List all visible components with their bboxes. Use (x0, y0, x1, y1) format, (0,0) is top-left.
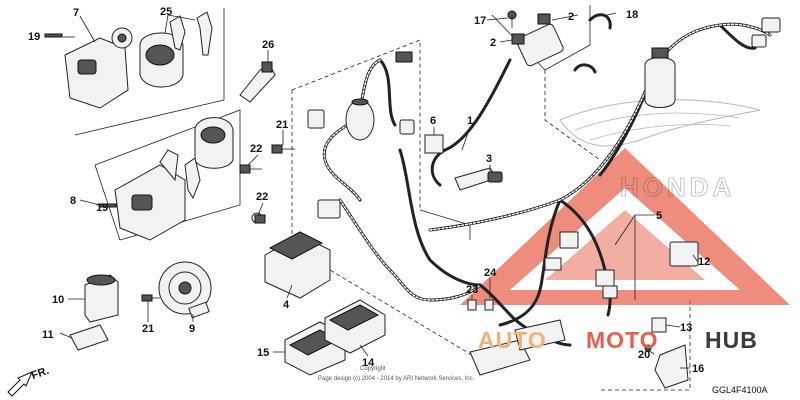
ignition-switch-set-top (44, 11, 213, 109)
callout-12: 12 (698, 256, 710, 268)
diagram-code: GGL4F4100A (712, 385, 768, 395)
callout-7: 7 (73, 7, 79, 19)
spark-plug-cable (430, 58, 512, 191)
callout-26: 26 (262, 39, 274, 51)
callout-9: 9 (189, 323, 195, 335)
callout-22-lower: 22 (256, 191, 268, 203)
callout-11: 11 (42, 329, 54, 341)
ignition-coil (507, 10, 612, 74)
callout-15: 15 (257, 347, 269, 359)
callout-23: 23 (466, 284, 478, 296)
part-11-clip (69, 324, 109, 351)
logo-moto: MOTO (586, 327, 659, 353)
callout-16: 16 (692, 363, 704, 375)
callout-labels: 7 25 19 26 17 2 2 18 21 6 1 22 3 8 19 22… (28, 6, 710, 375)
callout-2-lower: 2 (490, 37, 496, 49)
part-6-relay (424, 134, 444, 154)
main-wire-harness (322, 22, 772, 347)
front-direction-arrow: FR. (7, 365, 51, 397)
harness-components (307, 17, 781, 389)
part-4-regulator (251, 212, 331, 299)
autohub-logo-text: AUTO MOTO HUB (478, 327, 758, 353)
callout-4: 4 (283, 299, 290, 311)
callout-20: 20 (638, 349, 650, 361)
callout-22-upper: 22 (250, 143, 262, 155)
callout-18: 18 (626, 9, 638, 21)
callout-25: 25 (160, 6, 172, 18)
part-14-connector (324, 299, 386, 354)
callout-14: 14 (362, 357, 375, 369)
part-26-key (239, 61, 276, 103)
callout-3: 3 (486, 153, 492, 165)
callout-19-lower: 19 (96, 202, 108, 214)
ignition-switch-set-bottom (99, 117, 234, 241)
front-arrow-label: FR. (30, 365, 51, 382)
part-10-cap (84, 274, 119, 323)
callout-17: 17 (474, 15, 486, 27)
callout-24: 24 (484, 267, 497, 279)
copyright-label: Copyright (360, 366, 386, 372)
part-21-bolt-lower (141, 294, 160, 302)
watermark-triangle-core (545, 210, 705, 280)
callout-19-top: 19 (28, 31, 40, 43)
copyright-notice: Page design (c) 2004 - 2014 by ARI Netwo… (318, 376, 475, 382)
callout-21-upper: 21 (276, 119, 288, 131)
callout-6: 6 (430, 115, 436, 127)
callout-1: 1 (467, 115, 473, 127)
callout-8: 8 (70, 195, 76, 207)
callout-2-upper: 2 (568, 11, 574, 23)
logo-hub: HUB (705, 327, 758, 353)
callout-5: 5 (656, 210, 662, 222)
logo-auto: AUTO (478, 327, 547, 353)
callout-21-lower: 21 (142, 323, 154, 335)
callout-13: 13 (680, 322, 692, 334)
part-9-horn (158, 261, 212, 319)
bolts (239, 144, 295, 224)
leader-lines (59, 12, 699, 369)
callout-10: 10 (52, 294, 64, 306)
honda-outline-text: HONDA (620, 172, 735, 202)
front-arrow-icon (7, 371, 33, 397)
